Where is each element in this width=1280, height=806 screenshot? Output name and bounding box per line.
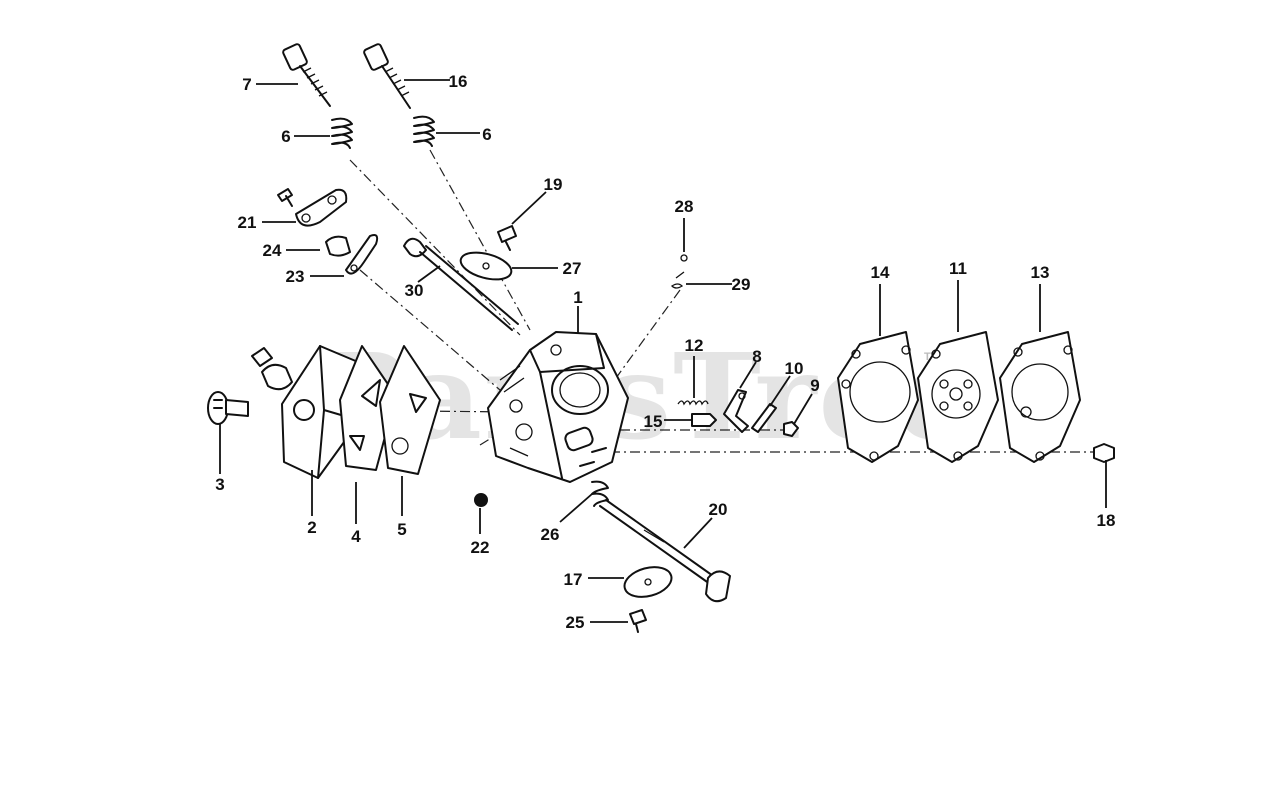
part-19-screw <box>497 225 517 251</box>
callout-6-left: 6 <box>281 127 290 146</box>
callout-1: 1 <box>573 288 582 307</box>
part-24-bushing <box>325 235 351 257</box>
callout-25: 25 <box>566 613 585 632</box>
callout-5: 5 <box>397 520 406 539</box>
part-6-spring-left <box>331 117 353 149</box>
part-9-screw <box>783 421 799 437</box>
part-29-spring <box>670 271 685 289</box>
callout-9: 9 <box>810 376 819 395</box>
callout-20: 20 <box>709 500 728 519</box>
part-18-screw <box>1093 443 1115 463</box>
callout-30: 30 <box>405 281 424 300</box>
part-25-screw <box>629 609 647 633</box>
callout-27: 27 <box>563 259 582 278</box>
part-16-needle-screw <box>363 43 411 109</box>
callout-8: 8 <box>752 347 761 366</box>
callout-6-right: 6 <box>482 125 491 144</box>
callout-29: 29 <box>732 275 751 294</box>
callout-23: 23 <box>286 267 305 286</box>
callout-labels: 1 2 3 4 5 6 6 7 8 9 10 11 12 13 14 15 16… <box>215 72 1115 632</box>
part-26-spring <box>591 480 609 507</box>
part-8-metering-lever <box>723 389 749 433</box>
callout-24: 24 <box>263 241 282 260</box>
part-11-metering-diaphragm <box>917 331 999 463</box>
part-28-check-ball <box>680 254 688 262</box>
part-30-throttle-shaft <box>403 237 519 331</box>
callout-15: 15 <box>644 412 663 431</box>
part-6-spring-right <box>413 115 435 147</box>
part-20-choke-shaft <box>599 499 731 603</box>
part-12-spring <box>677 400 709 406</box>
callout-16: 16 <box>449 72 468 91</box>
callout-4: 4 <box>351 527 361 546</box>
callout-18: 18 <box>1097 511 1116 530</box>
part-23-clip <box>345 234 379 275</box>
part-3-screw <box>207 391 249 425</box>
part-2-pump-cover <box>251 345 361 479</box>
callout-17: 17 <box>564 570 583 589</box>
callout-12: 12 <box>685 336 704 355</box>
callout-26: 26 <box>541 525 560 544</box>
part-27-throttle-plate <box>459 251 513 281</box>
part-14-metering-gasket <box>837 331 919 463</box>
callout-10: 10 <box>785 359 804 378</box>
callout-13: 13 <box>1031 263 1050 282</box>
callout-11: 11 <box>949 259 967 278</box>
part-21-lever <box>277 188 348 227</box>
callout-3: 3 <box>215 475 224 494</box>
callout-19: 19 <box>544 175 563 194</box>
part-7-needle-screw <box>282 43 331 107</box>
part-13-metering-cover <box>999 331 1081 463</box>
part-1-carburetor-body <box>487 331 629 483</box>
callout-22: 22 <box>471 538 490 557</box>
part-22-plug <box>474 493 488 507</box>
part-10-pin <box>751 403 777 433</box>
callout-7: 7 <box>242 75 251 94</box>
callout-28: 28 <box>675 197 694 216</box>
part-15-inlet-needle <box>691 413 717 427</box>
callout-2: 2 <box>307 518 316 537</box>
leader-lines <box>219 79 1107 623</box>
callout-14: 14 <box>871 263 890 282</box>
callout-21: 21 <box>238 213 257 232</box>
part-5-pump-diaphragm <box>379 345 441 475</box>
part-17-choke-plate <box>623 566 673 598</box>
